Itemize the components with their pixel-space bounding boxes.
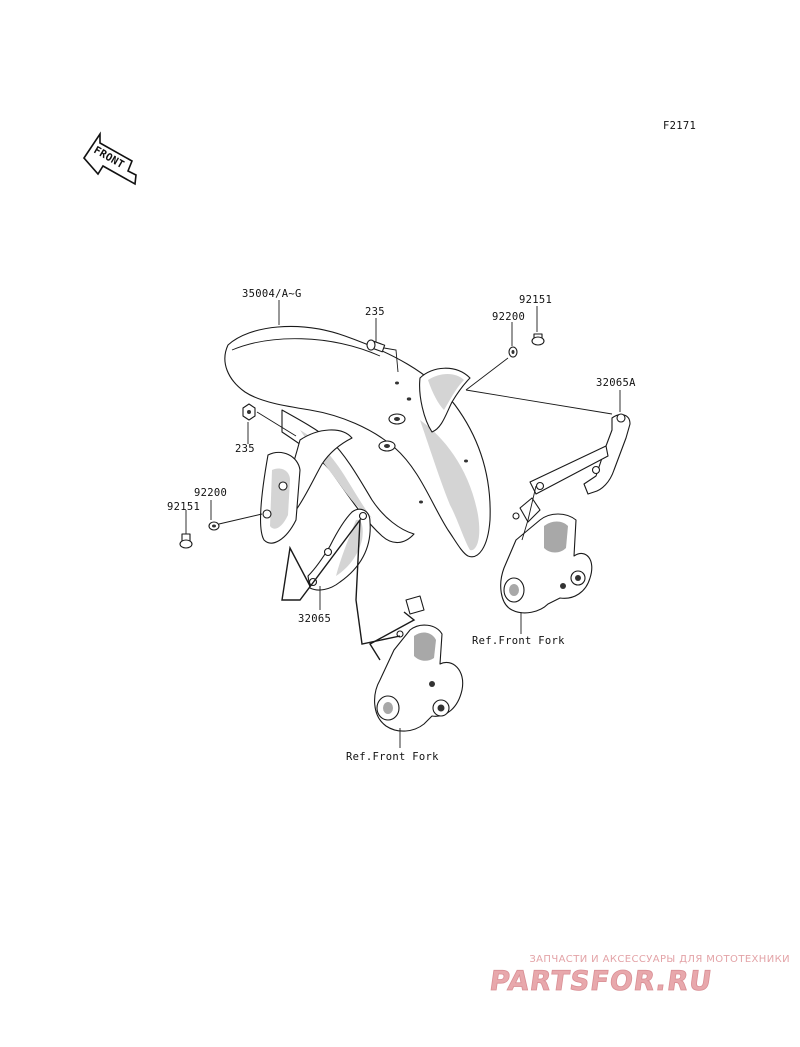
bracket-left-32065 <box>307 508 371 591</box>
label-92200-left: 92200 <box>194 487 227 499</box>
label-235-left: 235 <box>235 443 255 455</box>
leader-lines <box>185 300 621 748</box>
watermark-brand: PARTSFOR.RU <box>490 966 714 996</box>
front-fork-left <box>374 595 464 732</box>
label-32065a: 32065A <box>596 377 636 389</box>
label-92151-right: 92151 <box>519 294 552 306</box>
watermark-tagline: ЗАПЧАСТИ И АКСЕССУАРЫ ДЛЯ МОТОТЕХНИКИ <box>529 954 790 965</box>
bolt-235-top-icon <box>366 339 386 353</box>
front-fender <box>224 325 491 558</box>
label-32065: 32065 <box>298 613 331 625</box>
label-92200-right: 92200 <box>492 311 525 323</box>
watermark-logo: PARTSFOR.RU <box>490 966 715 996</box>
bolt-235-left-icon <box>242 403 256 421</box>
label-ref-front-fork-left: Ref.Front Fork <box>346 751 439 763</box>
label-235-top: 235 <box>365 306 385 318</box>
front-arrow-icon: FRONT <box>82 131 137 186</box>
label-ref-front-fork-right: Ref.Front Fork <box>472 635 565 647</box>
bolt-92151-right-icon <box>531 333 545 346</box>
washer-92200-right-icon <box>508 346 518 358</box>
label-92151-left: 92151 <box>167 501 200 513</box>
label-35004: 35004/A~G <box>242 288 302 300</box>
diagram-code: F2171 <box>663 120 696 132</box>
washer-92200-left-icon <box>208 521 220 531</box>
bracket-right-32065a <box>529 413 631 495</box>
front-fork-right <box>500 497 593 614</box>
bolt-92151-left-icon <box>179 533 193 549</box>
